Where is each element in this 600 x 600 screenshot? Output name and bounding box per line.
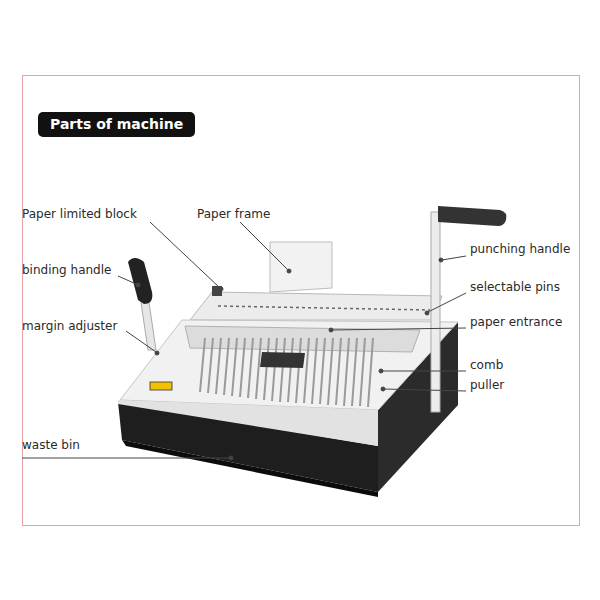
part-label: binding handle [22, 263, 111, 277]
title-box: Parts of machine [38, 112, 195, 137]
part-label: puller [470, 378, 504, 392]
part-label: punching handle [470, 242, 570, 256]
part-label: waste bin [22, 438, 80, 452]
part-label: comb [470, 358, 503, 372]
part-label: Paper limited block [22, 207, 137, 221]
part-label: selectable pins [470, 280, 560, 294]
part-label: paper entrance [470, 315, 562, 329]
part-label: Paper frame [197, 207, 270, 221]
part-label: margin adjuster [22, 319, 117, 333]
